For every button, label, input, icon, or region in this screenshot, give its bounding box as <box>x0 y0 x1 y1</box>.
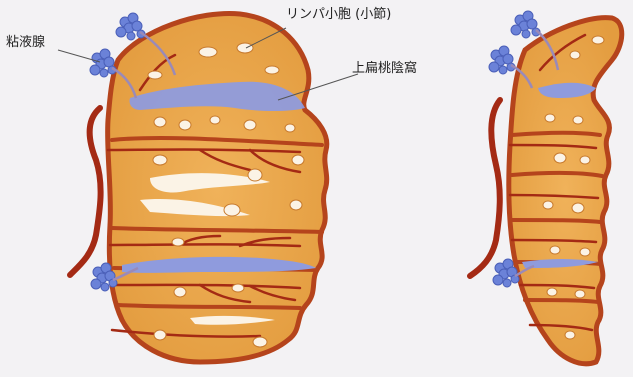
mucous-gland-upper <box>116 13 145 40</box>
right-main-vessel <box>470 100 500 276</box>
label-supratonsillar-fossa: 上扁桃陰窩 <box>352 62 417 75</box>
label-lymph-follicle: リンパ小胞 (小節) <box>286 8 391 21</box>
right-tonsil-body <box>509 18 622 364</box>
right-mucous-gland-upper <box>511 11 540 38</box>
mucous-gland-middle <box>90 49 116 77</box>
left-tonsil <box>70 13 327 362</box>
right-mucous-gland-middle <box>489 46 515 74</box>
label-mucous-gland: 粘液腺 <box>6 36 45 49</box>
right-tonsil <box>470 11 622 364</box>
left-main-vessel <box>70 108 101 275</box>
